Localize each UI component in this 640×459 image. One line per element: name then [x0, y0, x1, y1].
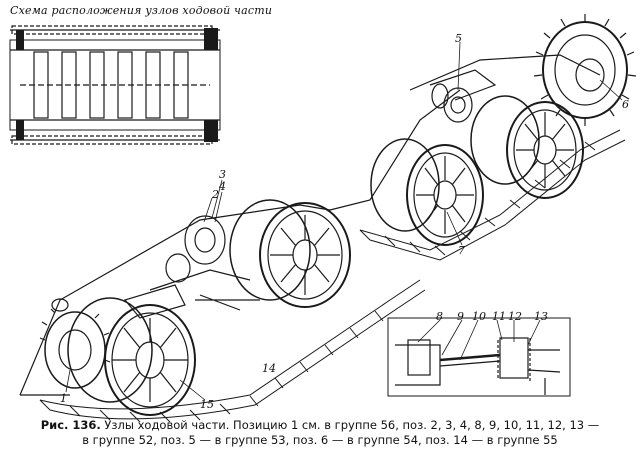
- callout-4: 4: [219, 180, 226, 193]
- caption-line-2: в группе 52, поз. 5 — в группе 53, поз. …: [82, 433, 558, 447]
- leader-lines: [65, 41, 623, 401]
- drive-sprocket-right: [533, 14, 637, 126]
- scheme-axles: [20, 51, 210, 119]
- callout-9: 9: [457, 310, 464, 323]
- figure-number: Рис. 136.: [40, 418, 101, 432]
- hull-right: [329, 54, 601, 211]
- section-inset: [387, 317, 571, 397]
- figure-caption: Рис. 136. Узлы ходовой части. Позицию 1 …: [4, 418, 636, 448]
- layout-scheme: [9, 25, 221, 145]
- callout-12: 12: [508, 310, 522, 323]
- caption-line-1: Рис. 136. Узлы ходовой части. Позицию 1 …: [4, 418, 636, 433]
- layout-scheme-title: Схема расположения узлов ходовой части: [10, 4, 273, 17]
- road-wheel-front-right: [370, 138, 484, 246]
- road-wheel-rear-left: [229, 199, 351, 308]
- callout-7: 7: [458, 244, 465, 257]
- drive-sprocket-left: [39, 308, 111, 389]
- callout-3: 3: [219, 168, 226, 181]
- callout-2: 2: [212, 188, 219, 201]
- callout-1: 1: [60, 392, 67, 405]
- callout-15: 15: [200, 398, 214, 411]
- callout-8: 8: [436, 310, 443, 323]
- callout-10: 10: [472, 310, 486, 323]
- caption-text-1: Узлы ходовой части. Позицию 1 см. в груп…: [104, 418, 600, 432]
- callout-5: 5: [455, 32, 462, 45]
- callout-6: 6: [622, 98, 629, 111]
- callout-11: 11: [492, 310, 506, 323]
- callout-14: 14: [262, 362, 276, 375]
- callout-13: 13: [534, 310, 548, 323]
- scheme-hubs: [16, 28, 218, 142]
- suspension-balancer-left: [123, 215, 260, 319]
- hull-left: [19, 204, 331, 396]
- road-wheel-rear-right: [470, 95, 584, 199]
- track-left: [39, 279, 426, 423]
- track-right: [359, 129, 626, 261]
